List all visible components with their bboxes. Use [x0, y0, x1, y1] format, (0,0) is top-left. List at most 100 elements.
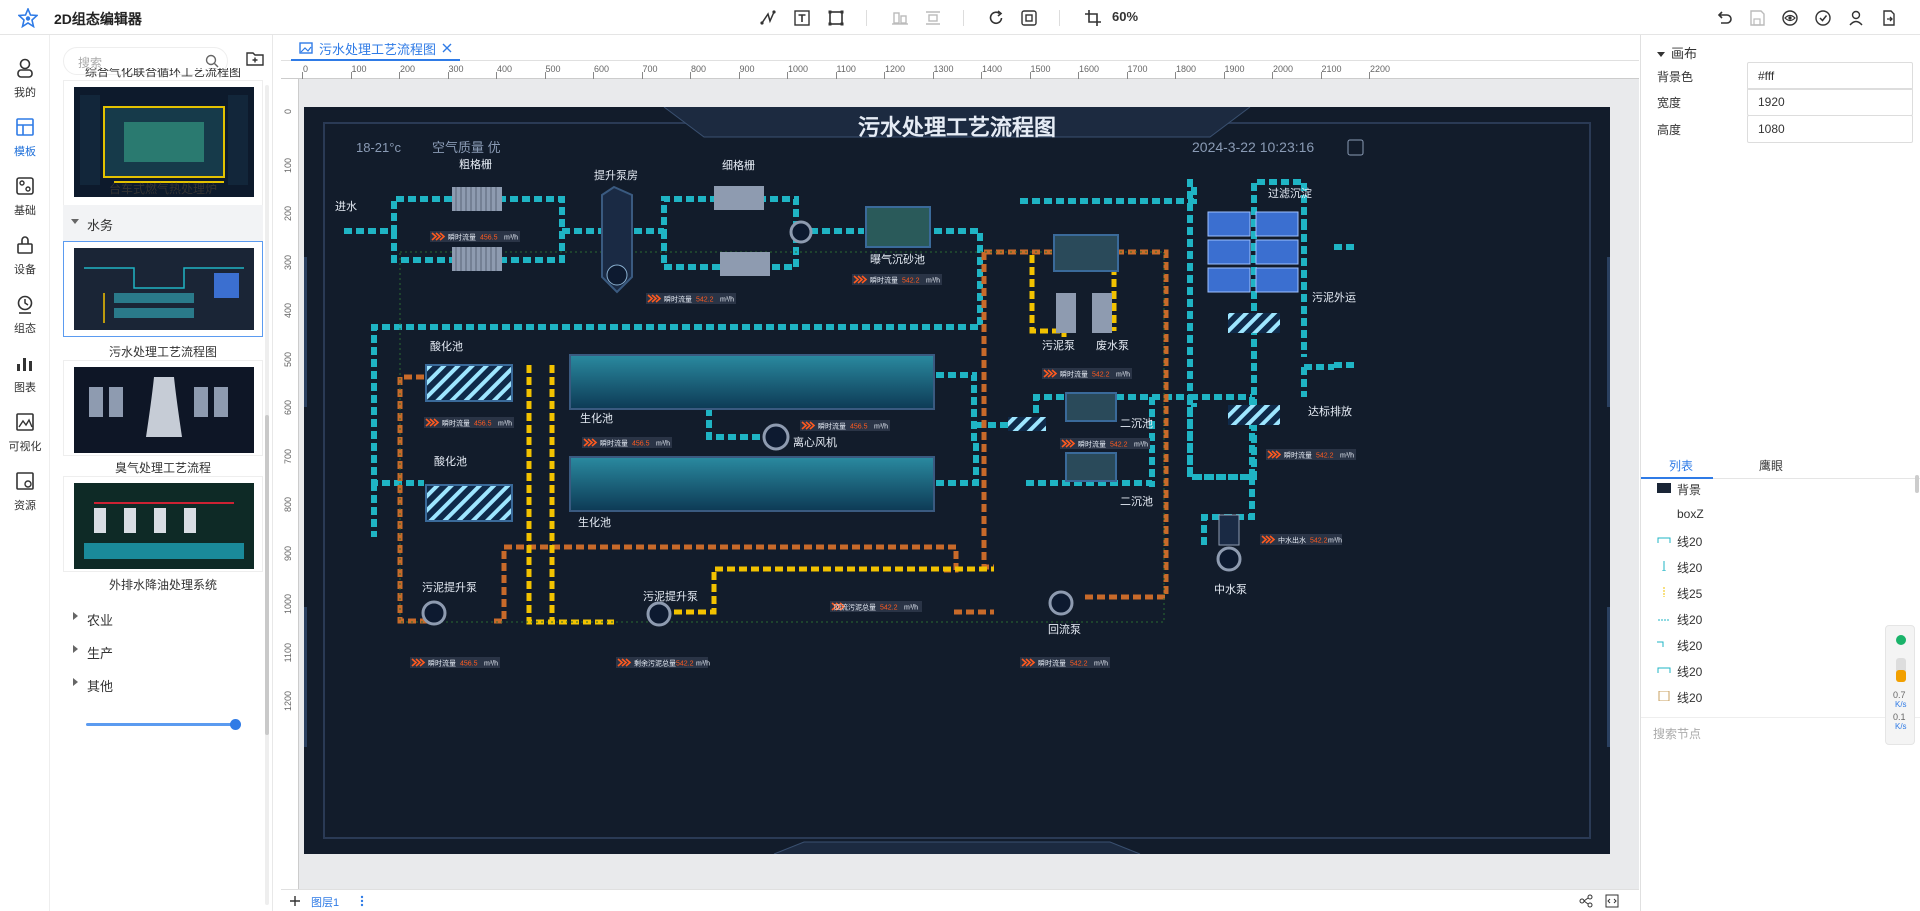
flow-label: 瞬时流量: [448, 233, 476, 242]
layer-item[interactable]: 线25: [1641, 579, 1920, 605]
template-card-furnace[interactable]: [63, 80, 263, 210]
ruler-tick: [1029, 72, 1031, 79]
ruler-tick-label: 900: [739, 64, 755, 74]
line-icon: [1657, 667, 1671, 673]
layer-scrollbar[interactable]: [1915, 475, 1919, 493]
section-canvas[interactable]: 画布: [1657, 43, 1697, 62]
refresh-icon[interactable]: [985, 7, 1007, 29]
ruler-tick: [787, 72, 788, 79]
save-icon[interactable]: [1746, 7, 1768, 29]
height-field[interactable]: 1080: [1747, 115, 1913, 143]
text-tool-icon[interactable]: [791, 7, 813, 29]
label-filter: 过滤沉淀: [1268, 186, 1312, 200]
basic-icon: [16, 177, 34, 195]
undo-icon[interactable]: [1713, 7, 1735, 29]
node-search-input[interactable]: 搜索节点: [1653, 727, 1702, 741]
layer-tab[interactable]: 图层1: [311, 897, 340, 909]
label-secondary-1: 二沉池: [1120, 417, 1153, 430]
toolbar-separator: [1059, 10, 1060, 26]
layer-item[interactable]: 线20: [1641, 605, 1920, 631]
label-inlet: 进水: [335, 200, 357, 213]
nav-label: 资源: [14, 500, 36, 512]
code-icon[interactable]: [1605, 894, 1619, 908]
screenshot-icon[interactable]: [1018, 7, 1040, 29]
distribute-icon[interactable]: [922, 7, 944, 29]
width-field[interactable]: 1920: [1747, 88, 1913, 116]
publish-icon[interactable]: [1812, 7, 1834, 29]
template-search-input[interactable]: 搜索: [63, 47, 228, 75]
tab-sewage-flow[interactable]: 污水处理工艺流程图: [291, 37, 461, 61]
nav-item-device[interactable]: 设备: [0, 220, 50, 280]
nav-item-config[interactable]: 组态: [0, 279, 50, 339]
export-icon[interactable]: [1878, 7, 1900, 29]
layer-item[interactable]: 线20: [1641, 553, 1920, 579]
ruler-tick-label: 200: [283, 206, 293, 222]
nav-item-template[interactable]: 模板: [0, 102, 50, 162]
ruler-tick-label: 2100: [1321, 64, 1342, 74]
air-quality-text: 空气质量 优: [432, 140, 501, 155]
ruler-tick-label: 600: [283, 400, 293, 416]
bg-color-field[interactable]: #fff: [1747, 62, 1913, 90]
flow-value: 456.5: [850, 424, 868, 431]
template-thumbnail: [74, 367, 254, 453]
chevron-right-icon: [73, 645, 78, 653]
crop-icon[interactable]: [1082, 7, 1104, 29]
rect-icon: [1657, 483, 1671, 493]
preview-icon[interactable]: [1779, 7, 1801, 29]
layer-item[interactable]: boxZ: [1641, 501, 1920, 527]
scrollbar-thumb[interactable]: [265, 415, 269, 735]
group-production[interactable]: 生产: [63, 633, 263, 669]
layer-item[interactable]: 线20: [1641, 683, 1920, 709]
close-icon[interactable]: [442, 43, 452, 53]
tab-list[interactable]: 列表: [1669, 459, 1694, 473]
nav-item-basic[interactable]: 基础: [0, 161, 50, 221]
layer-item[interactable]: 线20: [1641, 527, 1920, 553]
group-other[interactable]: 其他: [63, 666, 263, 702]
ruler-tick: [447, 72, 449, 79]
flow-label: 瞬时流量: [1038, 659, 1066, 668]
layer-item[interactable]: 线20: [1641, 631, 1920, 657]
group-water[interactable]: 水务: [63, 205, 263, 241]
prop-width: 宽度 1920: [1657, 88, 1913, 116]
ruler-tick-label: 1100: [836, 64, 856, 74]
flow-value: 542.2: [1070, 661, 1088, 668]
tab-eagle-eye[interactable]: 鹰眼: [1759, 459, 1784, 473]
more-vertical-icon[interactable]: [359, 895, 365, 907]
connect-tool-icon[interactable]: [757, 7, 779, 29]
slider-knob[interactable]: [230, 719, 241, 730]
panel-scrollbar[interactable]: [265, 85, 269, 905]
account-icon[interactable]: [1845, 7, 1867, 29]
nav-item-chart[interactable]: 图表: [0, 338, 50, 398]
template-caption: 臭气处理工艺流程: [114, 461, 211, 475]
power-icon[interactable]: [1347, 139, 1364, 156]
label-acid-pool-2: 酸化池: [434, 454, 467, 468]
tab-bar: 污水处理工艺流程图: [281, 35, 1639, 61]
label-bio-pool-2: 生化池: [578, 515, 611, 529]
add-layer-icon[interactable]: [289, 895, 301, 907]
layer-item[interactable]: 背景: [1641, 475, 1920, 501]
template-card-drain[interactable]: [63, 476, 263, 572]
nav-item-mine[interactable]: 我的: [0, 43, 50, 103]
search-icon: [205, 54, 219, 68]
layer-item[interactable]: 线20: [1641, 657, 1920, 683]
nav-item-visual[interactable]: 可视化: [0, 397, 50, 457]
flow-value: 542.2: [1092, 372, 1110, 379]
rect-tool-icon[interactable]: [825, 7, 847, 29]
nav-item-resource[interactable]: 资源: [0, 456, 50, 516]
thumbnail-size-slider[interactable]: [86, 719, 241, 730]
sewage-process-screen[interactable]: 污水处理工艺流程图 18-21°c 空气质量 优 2024-3-22 10:23…: [304, 107, 1610, 854]
flow-unit: m³/h: [904, 605, 918, 612]
graph-icon[interactable]: [1579, 894, 1593, 908]
monitor-unit-2: K/s: [1895, 722, 1907, 731]
template-card-odor[interactable]: [63, 360, 263, 456]
add-folder-icon[interactable]: [245, 49, 265, 69]
group-agriculture[interactable]: 农业: [63, 600, 263, 636]
section-label: 画布: [1671, 46, 1698, 61]
template-card-sewage[interactable]: [63, 241, 263, 337]
ruler-tick: [690, 72, 691, 79]
align-icon[interactable]: [889, 7, 911, 29]
zoom-level[interactable]: 60%: [1112, 9, 1139, 24]
label-bio-pool-1: 生化池: [580, 411, 613, 425]
ruler-tick-label: 1200: [885, 64, 906, 74]
